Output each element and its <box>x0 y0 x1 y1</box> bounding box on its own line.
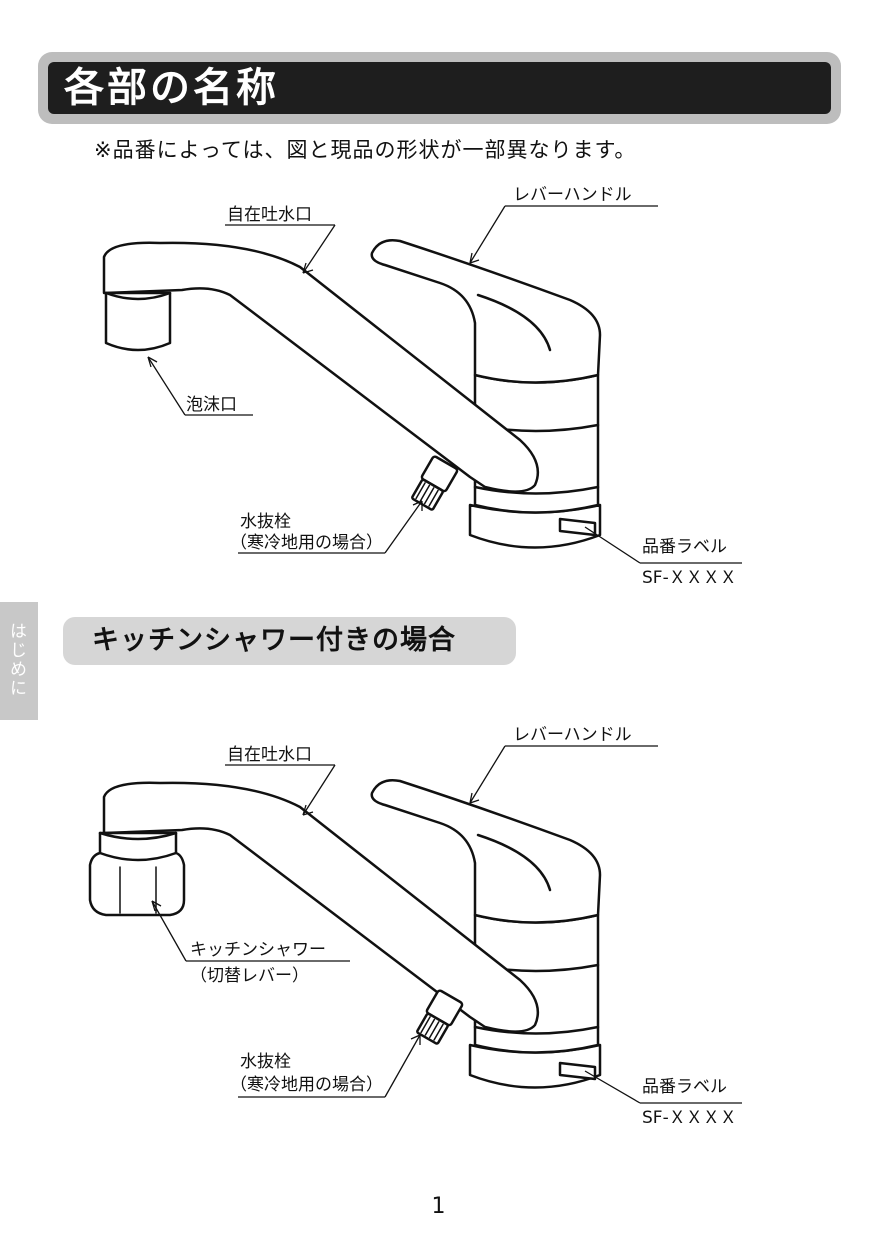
label-drain-2: （寒冷地用の場合） <box>230 533 383 553</box>
label-shower-1: キッチンシャワー <box>190 940 326 960</box>
page-number: 1 <box>431 1194 446 1219</box>
label-spout: 自在吐水口 <box>227 745 312 765</box>
label-drain-1: 水抜栓 <box>240 512 291 532</box>
label-model-code: SF-ＸＸＸＸ <box>642 1108 737 1128</box>
spout-arm <box>102 781 540 1033</box>
label-lever: レバーハンドル <box>513 185 632 205</box>
title-bar <box>48 62 831 114</box>
label-model: 品番ラベル <box>642 1077 727 1097</box>
kitchen-shower-head <box>88 831 186 917</box>
side-tab[interactable] <box>0 602 38 720</box>
aerator <box>104 291 172 352</box>
drain-plug <box>416 989 464 1045</box>
page-title: 各部の名称 <box>64 65 279 111</box>
label-model: 品番ラベル <box>642 537 727 557</box>
faucet-diagram-shower: 自在吐水口 レバーハンドル キッチンシャワー （切替レバー） 水抜栓 （寒冷地用… <box>88 725 742 1128</box>
label-drain-1: 水抜栓 <box>240 1052 291 1072</box>
label-spout: 自在吐水口 <box>227 205 312 225</box>
faucet-diagram-standard: 自在吐水口 レバーハンドル 泡沫口 水抜栓 （寒冷地用の場合） 品番ラベル SF… <box>102 185 742 588</box>
label-aerator: 泡沫口 <box>186 395 237 415</box>
section-title: キッチンシャワー付きの場合 <box>92 625 456 656</box>
label-shower-2: （切替レバー） <box>190 966 309 986</box>
label-model-code: SF-ＸＸＸＸ <box>642 568 737 588</box>
lever-handle <box>370 779 602 924</box>
model-label-plate <box>558 1061 597 1081</box>
label-lever: レバーハンドル <box>513 725 632 745</box>
side-tab-label: はじめに <box>6 622 26 698</box>
label-drain-2: （寒冷地用の場合） <box>230 1075 383 1095</box>
product-note: ※品番によっては、図と現品の形状が一部異なります。 <box>94 138 637 162</box>
model-label-plate <box>558 517 597 537</box>
section-header <box>63 617 516 665</box>
lever-handle <box>370 239 602 384</box>
spout-arm <box>102 241 540 493</box>
